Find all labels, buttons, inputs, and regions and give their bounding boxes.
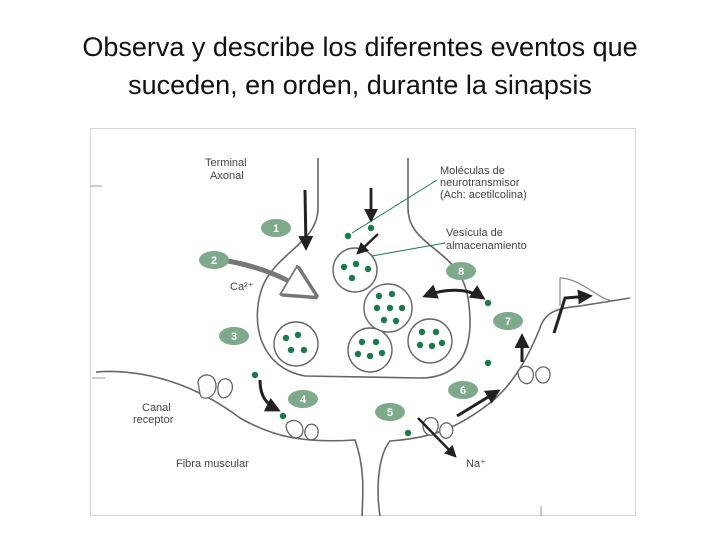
svg-text:4: 4 bbox=[300, 394, 307, 406]
ach-molecule bbox=[366, 352, 374, 360]
step7-out-arrow bbox=[552, 289, 593, 334]
ach-molecule bbox=[484, 299, 492, 307]
ach-molecule bbox=[294, 331, 302, 339]
ach-molecule bbox=[287, 346, 295, 354]
synapse-diagram: 1 2 3 4 5 6 7 8 Terminal Axonal Molécula… bbox=[90, 157, 631, 516]
ach-molecule bbox=[484, 359, 492, 367]
step-badge-7: 7 bbox=[493, 312, 523, 330]
label-sodium: Na⁺ bbox=[466, 458, 486, 470]
ach-molecule bbox=[380, 316, 388, 324]
label-terminal-axonal-2: Axonal bbox=[210, 170, 244, 182]
svg-text:3: 3 bbox=[231, 331, 237, 343]
label-vesicle-2: almacenamiento bbox=[446, 240, 527, 252]
ach-molecule bbox=[388, 290, 396, 298]
axon-terminal-outline bbox=[256, 158, 471, 379]
storage-vesicle-4 bbox=[347, 327, 393, 373]
label-terminal-axonal-1: Terminal bbox=[205, 157, 247, 169]
ach-molecule bbox=[373, 304, 381, 312]
receptor-channel-right bbox=[517, 365, 551, 385]
svg-text:1: 1 bbox=[273, 223, 279, 235]
label-fibra-muscular: Fibra muscular bbox=[176, 458, 249, 470]
step8-recycle-arrow bbox=[422, 284, 486, 300]
ach-molecule bbox=[378, 349, 386, 357]
label-molecules-3: (Ach: acetilcolina) bbox=[440, 189, 527, 201]
ach-molecule bbox=[251, 371, 259, 379]
svg-text:6: 6 bbox=[460, 385, 466, 397]
ach-molecule bbox=[358, 338, 366, 346]
muscle-fiber-outline bbox=[95, 370, 364, 516]
step-badge-1: 1 bbox=[261, 219, 291, 237]
title-line-2: suceden, en orden, durante la sinapsis bbox=[128, 70, 592, 100]
ach-molecule bbox=[416, 341, 424, 349]
svg-text:2: 2 bbox=[211, 255, 217, 267]
label-calcium: Ca²⁺ bbox=[230, 281, 254, 293]
step5-arrow bbox=[417, 417, 457, 458]
label-molecules-1: Moléculas de bbox=[440, 165, 505, 177]
ach-molecule bbox=[428, 342, 436, 350]
neurotransmitter-molecules bbox=[251, 224, 492, 437]
step-badge-6: 6 bbox=[448, 381, 478, 399]
storage-vesicle-3 bbox=[273, 321, 319, 367]
ach-molecule bbox=[432, 328, 440, 336]
receptor-channel-bottom-right bbox=[422, 417, 454, 439]
receptor-channel-bottom-left bbox=[285, 419, 319, 441]
ach-molecule bbox=[300, 346, 308, 354]
ach-molecule bbox=[348, 274, 356, 282]
label-canal-receptor-2: receptor bbox=[133, 414, 174, 426]
step1-arrow bbox=[298, 189, 314, 251]
label-molecules-2: neurotransmisor bbox=[440, 177, 520, 189]
ach-molecule bbox=[344, 232, 352, 240]
step-badge-5: 5 bbox=[375, 403, 405, 421]
vesicle-group bbox=[273, 247, 453, 373]
step-badge-2: 2 bbox=[199, 251, 229, 269]
ach-molecule bbox=[392, 317, 400, 325]
svg-text:7: 7 bbox=[505, 316, 511, 328]
ach-molecule bbox=[354, 350, 362, 358]
svg-text:8: 8 bbox=[458, 266, 464, 278]
figure-frame bbox=[90, 128, 636, 516]
step6-arrow bbox=[456, 389, 501, 418]
svg-text:5: 5 bbox=[387, 407, 393, 419]
slide-title: Observa y describe los diferentes evento… bbox=[20, 28, 700, 104]
storage-vesicle-5 bbox=[407, 318, 453, 364]
muscle-fiber-right-edge bbox=[559, 277, 611, 306]
vesicle-leader-line bbox=[371, 242, 446, 257]
molecule-release-arrow-2 bbox=[356, 233, 379, 255]
ach-molecule bbox=[352, 260, 360, 268]
ach-molecule bbox=[404, 429, 412, 437]
label-vesicle-1: Vesícula de bbox=[446, 227, 503, 239]
step-badge-8: 8 bbox=[446, 262, 476, 280]
title-line-1: Observa y describe los diferentes evento… bbox=[82, 32, 638, 62]
storage-vesicle-1 bbox=[332, 247, 378, 293]
ach-molecule bbox=[375, 292, 383, 300]
step2-calcium-arrow bbox=[227, 258, 312, 294]
receptor-channel-left bbox=[197, 374, 233, 399]
ach-molecule bbox=[438, 339, 446, 347]
ach-molecule bbox=[418, 328, 426, 336]
ach-molecule bbox=[340, 263, 348, 271]
label-canal-receptor-1: Canal bbox=[142, 402, 171, 414]
molecules-leader-line bbox=[351, 179, 438, 234]
ach-molecule bbox=[398, 304, 406, 312]
step-badge-3: 3 bbox=[219, 327, 249, 345]
ach-molecule bbox=[367, 224, 375, 232]
ach-molecule bbox=[386, 304, 394, 312]
step-badge-4: 4 bbox=[288, 390, 318, 408]
ach-molecule bbox=[279, 412, 287, 420]
step4-arrow bbox=[258, 379, 281, 412]
ach-molecule bbox=[364, 265, 372, 273]
ach-molecule bbox=[282, 334, 290, 342]
ach-molecule bbox=[372, 338, 380, 346]
